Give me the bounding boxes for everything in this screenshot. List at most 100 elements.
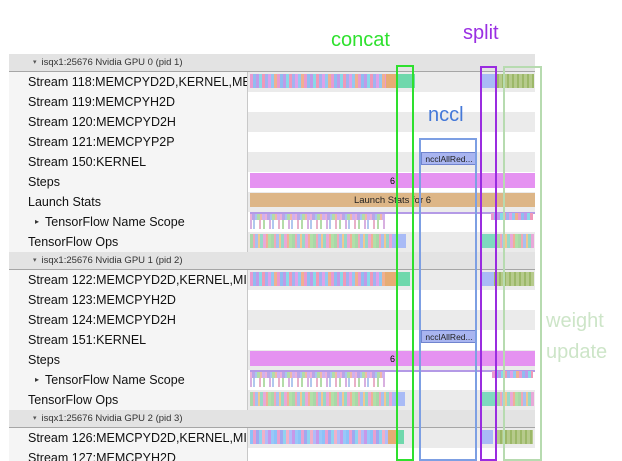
steps-bar[interactable]: 6: [250, 173, 535, 188]
track-row: TensorFlow Ops: [9, 232, 535, 252]
track-label: Stream 121:MEMCPYP2P: [9, 132, 248, 152]
track-lane: [248, 92, 535, 112]
track-label: Stream 118:MEMCPYD2D,KERNEL,ME: [9, 72, 248, 92]
name-scope-baseline[interactable]: [250, 212, 535, 214]
track-row: Stream 122:MEMCPYD2D,KERNEL,MI: [9, 270, 535, 290]
name-scope-flame-texture[interactable]: [250, 372, 385, 387]
track-label: Steps: [9, 172, 248, 192]
track-lane: 6: [248, 172, 535, 192]
name-scope-flame-texture[interactable]: [250, 214, 385, 229]
expandable-track-label[interactable]: ▸TensorFlow Name Scope: [9, 370, 248, 390]
name-scope-baseline[interactable]: [250, 370, 535, 372]
process-header[interactable]: ▾ isqx1:25676 Nvidia GPU 0 (pid 1): [9, 54, 535, 72]
track-label-text: Stream 120:MEMCPYD2H: [28, 115, 176, 129]
weight-update-annotation-label: weight update: [546, 310, 608, 363]
launch-stats-bar[interactable]: Launch Stats for 6: [250, 193, 535, 207]
expand-triangle-icon: ▸: [35, 375, 40, 384]
track-label: Stream 123:MEMCPYH2D: [9, 290, 248, 310]
trace-event-segment[interactable]: [388, 430, 398, 444]
track-label-text: Stream 121:MEMCPYP2P: [28, 135, 175, 149]
trace-event-segment[interactable]: [480, 392, 497, 406]
track-lane: [248, 270, 535, 290]
steps-bar[interactable]: 6: [250, 351, 535, 366]
track-row: Stream 120:MEMCPYD2H: [9, 112, 535, 132]
track-label-text: Stream 151:KERNEL: [28, 333, 147, 347]
track-label: Stream 119:MEMCPYH2D: [9, 92, 248, 112]
track-label-text: TensorFlow Name Scope: [45, 215, 185, 229]
track-row: Stream 151:KERNEL ncclAllRed...: [9, 330, 535, 350]
trace-events-texture[interactable]: [250, 430, 388, 444]
trace-event-segment[interactable]: [392, 234, 406, 248]
track-row: Steps 6: [9, 350, 535, 370]
track-row: Stream 118:MEMCPYD2D,KERNEL,ME: [9, 72, 535, 92]
track-row: Stream 119:MEMCPYH2D: [9, 92, 535, 112]
track-row: Steps 6: [9, 172, 535, 192]
track-label-text: TensorFlow Ops: [28, 393, 119, 407]
track-label: Stream 127:MEMCPYH2D: [9, 448, 248, 461]
track-label: TensorFlow Ops: [9, 232, 248, 252]
track-label: Stream 126:MEMCPYD2D,KERNEL,MI: [9, 428, 248, 448]
track-label: Stream 124:MEMCPYD2H: [9, 310, 248, 330]
track-label-text: TensorFlow Ops: [28, 235, 119, 249]
track-row: ▸TensorFlow Name Scope: [9, 370, 535, 390]
track-label: Launch Stats: [9, 192, 248, 212]
split-annotation-label: split: [463, 22, 499, 44]
trace-event-segment[interactable]: [398, 74, 415, 88]
trace-events-texture[interactable]: [250, 234, 392, 248]
trace-events-texture[interactable]: [494, 272, 534, 286]
trace-events-texture[interactable]: [497, 234, 534, 248]
trace-events-texture[interactable]: [495, 430, 533, 444]
track-label-text: Launch Stats: [28, 195, 101, 209]
track-lane: [248, 112, 535, 132]
track-label: TensorFlow Ops: [9, 390, 248, 410]
track-lane: [248, 310, 535, 330]
collapse-triangle-icon: ▾: [33, 59, 37, 66]
track-label: Stream 122:MEMCPYD2D,KERNEL,MI: [9, 270, 248, 290]
process-header[interactable]: ▾ isqx1:25676 Nvidia GPU 1 (pid 2): [9, 252, 535, 270]
track-lane: ncclAllRed...: [248, 330, 535, 350]
expand-triangle-icon: ▸: [35, 217, 40, 226]
trace-event-segment[interactable]: [396, 272, 410, 286]
name-scope-texture[interactable]: [492, 371, 533, 378]
track-lane: [248, 290, 535, 310]
trace-events-texture[interactable]: [497, 392, 534, 406]
track-row: Launch Stats Launch Stats for 6: [9, 192, 535, 212]
track-label-text: Stream 124:MEMCPYD2H: [28, 313, 176, 327]
trace-events-texture[interactable]: [497, 74, 534, 88]
trace-event-segment[interactable]: [385, 272, 396, 286]
trace-event-segment[interactable]: [480, 430, 493, 444]
track-label-text: Stream 123:MEMCPYH2D: [28, 293, 176, 307]
track-row: Stream 121:MEMCPYP2P: [9, 132, 535, 152]
trace-event-segment[interactable]: [386, 74, 398, 88]
track-row: Stream 150:KERNEL ncclAllRed...: [9, 152, 535, 172]
process-header[interactable]: ▾isqx1:25676 Nvidia GPU 2 (pid 3): [9, 410, 535, 428]
trace-event-segment[interactable]: [392, 392, 405, 406]
track-row: Stream 123:MEMCPYH2D: [9, 290, 535, 310]
concat-annotation-label: concat: [331, 29, 390, 51]
nccl-event-bar[interactable]: ncclAllRed...: [421, 330, 477, 343]
trace-event-segment[interactable]: [398, 430, 404, 444]
track-label-text: Stream 126:MEMCPYD2D,KERNEL,MI: [28, 431, 247, 445]
name-scope-texture[interactable]: [491, 213, 533, 220]
trace-events-texture[interactable]: [250, 392, 392, 406]
track-lane: [248, 132, 535, 152]
process-header-label: isqx1:25676 Nvidia GPU 0 (pid 1): [41, 57, 183, 68]
trace-events-texture[interactable]: [250, 272, 385, 286]
track-label-text: Stream 118:MEMCPYD2D,KERNEL,ME: [28, 75, 248, 89]
nccl-event-bar[interactable]: ncclAllRed...: [421, 152, 477, 165]
track-label-text: Steps: [28, 353, 60, 367]
process-header-label: isqx1:25676 Nvidia GPU 1 (pid 2): [41, 255, 183, 266]
track-label-text: Stream 119:MEMCPYH2D: [28, 95, 176, 109]
track-label-text: Stream 150:KERNEL: [28, 155, 147, 169]
expandable-track-label[interactable]: ▸ TensorFlow Name Scope: [9, 212, 248, 232]
track-row: ▸ TensorFlow Name Scope: [9, 212, 535, 232]
trace-events-texture[interactable]: [250, 74, 386, 88]
track-label-text: Steps: [28, 175, 60, 189]
track-row: Stream 126:MEMCPYD2D,KERNEL,MI: [9, 428, 535, 448]
trace-event-segment[interactable]: [481, 234, 497, 248]
track-label: Stream 150:KERNEL: [9, 152, 248, 172]
trace-event-segment[interactable]: [481, 272, 494, 286]
trace-event-segment[interactable]: [482, 74, 495, 88]
collapse-triangle-icon: ▾: [33, 257, 37, 264]
